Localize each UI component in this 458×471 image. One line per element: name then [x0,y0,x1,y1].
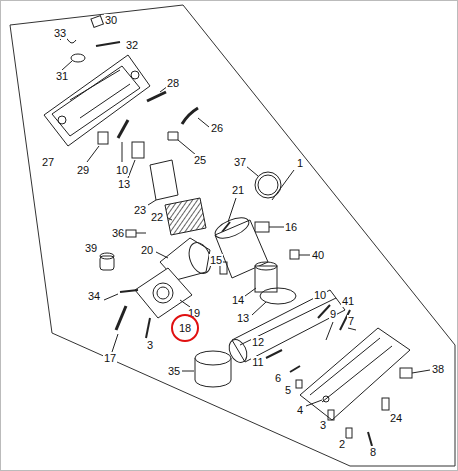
callout-number: 12 [251,336,265,348]
callout-number: 25 [193,154,207,166]
callout-number: 10 [115,164,129,176]
callout-number: 11 [251,356,264,368]
callout-number: 20 [140,244,154,256]
callout-number: 16 [284,221,298,233]
callout-number: 5 [284,384,292,396]
callout-number: 41 [341,295,355,307]
callout-number: 6 [274,372,282,384]
callout-number: 24 [389,412,403,424]
callout-number: 10 [313,289,327,301]
callout-number: 3 [319,419,327,431]
callout-number: 21 [231,184,245,196]
callout-number: 38 [431,363,445,375]
callout-number: 15 [209,254,223,266]
highlight-circle: 18 [171,314,199,342]
callout-number: 14 [231,294,245,306]
callout-number: 3 [146,339,154,351]
callout-number: 36 [111,227,125,239]
callout-number: 39 [84,242,98,254]
callout-number: 40 [311,249,325,261]
callout-number: 13 [117,178,131,190]
callout-number: 22 [150,211,164,223]
callout-number: 28 [166,77,180,89]
callout-number: 32 [125,39,139,51]
callout-number: 26 [210,122,224,134]
callout-number: 19 [187,307,201,319]
callout-number: 18 [179,322,191,334]
callout-number: 8 [369,446,377,458]
callout-number: 1 [296,157,304,169]
callout-number: 34 [87,290,101,302]
callout-number: 33 [53,27,67,39]
callout-number: 29 [76,164,90,176]
callout-number: 23 [133,204,147,216]
callout-number: 4 [296,404,304,416]
callout-number: 13 [236,312,250,324]
callout-number: 37 [233,156,247,168]
callout-number: 17 [103,352,117,364]
callout-number: 9 [329,308,337,320]
callout-number: 2 [338,438,346,450]
callout-number: 31 [55,70,69,82]
callout-number: 35 [167,365,181,377]
callout-number: 30 [104,14,118,26]
callout-number: 7 [347,315,355,327]
callout-number: 27 [41,156,55,168]
